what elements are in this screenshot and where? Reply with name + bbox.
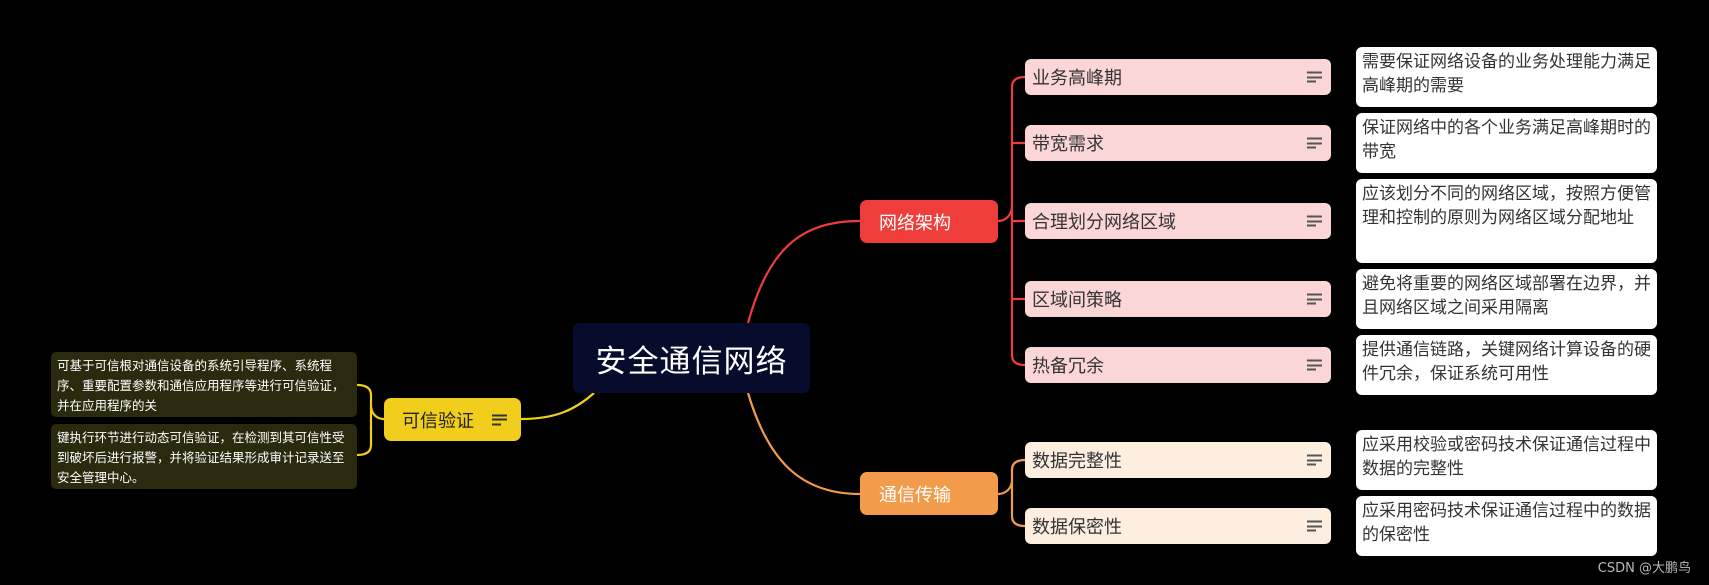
watermark: CSDN @大鹏鸟 bbox=[1597, 561, 1691, 576]
notes-icon[interactable] bbox=[1307, 520, 1322, 532]
main-topic-label: 可信验证 bbox=[402, 410, 474, 432]
connector-central-to-trans bbox=[746, 392, 861, 496]
subtopic-peak-period[interactable]: 业务高峰期 bbox=[1025, 59, 1331, 95]
notes-icon[interactable] bbox=[1307, 71, 1322, 83]
subtopic-bandwidth[interactable]: 带宽需求 bbox=[1025, 125, 1331, 161]
note-text: 可基于可信根对通信设备的系统引导程序、系统程序、重要配置参数和通信应用程序等进行… bbox=[57, 358, 345, 413]
subtopic-label: 热备冗余 bbox=[1032, 356, 1104, 377]
connector-trust-notes bbox=[356, 383, 385, 457]
note-text: 保证网络中的各个业务满足高峰期时的带宽 bbox=[1362, 118, 1651, 162]
note-text: 避免将重要的网络区域部署在边界，并且网络区域之间采用隔离 bbox=[1362, 274, 1651, 318]
connector-central-to-trust bbox=[520, 392, 595, 421]
note-text: 提供通信链路，关键网络计算设备的硬件冗余，保证系统可用性 bbox=[1362, 340, 1651, 384]
notes-icon[interactable] bbox=[1307, 359, 1322, 371]
notes-icon[interactable] bbox=[1307, 293, 1322, 305]
trusted-verification-note-part-2: 键执行环节进行动态可信验证，在检测到其可信性受到破坏后进行报警，并将验证结果形成… bbox=[51, 424, 357, 489]
connector-central-to-arch bbox=[746, 219, 861, 324]
main-topic-communication-transmission[interactable]: 通信传输 bbox=[860, 472, 998, 515]
note-text: 应该划分不同的网络区域，按照方便管理和控制的原则为网络区域分配地址 bbox=[1362, 184, 1651, 228]
note-text: 键执行环节进行动态可信验证，在检测到其可信性受到破坏后进行报警，并将验证结果形成… bbox=[57, 430, 345, 485]
note-bandwidth: 保证网络中的各个业务满足高峰期时的带宽 bbox=[1356, 113, 1657, 173]
subtopic-label: 带宽需求 bbox=[1032, 134, 1104, 155]
subtopic-label: 数据保密性 bbox=[1032, 517, 1122, 538]
note-hot-standby: 提供通信链路，关键网络计算设备的硬件冗余，保证系统可用性 bbox=[1356, 335, 1657, 395]
note-peak-period: 需要保证网络设备的业务处理能力满足高峰期的需要 bbox=[1356, 47, 1657, 107]
main-topic-network-architecture[interactable]: 网络架构 bbox=[860, 200, 998, 243]
subtopic-network-zones[interactable]: 合理划分网络区域 bbox=[1025, 203, 1331, 239]
subtopic-label: 业务高峰期 bbox=[1032, 68, 1122, 89]
subtopic-data-confidentiality[interactable]: 数据保密性 bbox=[1025, 508, 1331, 544]
note-data-confidentiality: 应采用密码技术保证通信过程中的数据的保密性 bbox=[1356, 496, 1657, 556]
subtopic-hot-standby[interactable]: 热备冗余 bbox=[1025, 347, 1331, 383]
note-text: 应采用密码技术保证通信过程中的数据的保密性 bbox=[1362, 501, 1651, 545]
subtopic-label: 合理划分网络区域 bbox=[1032, 212, 1176, 233]
central-topic-label: 安全通信网络 bbox=[595, 343, 788, 380]
notes-icon[interactable] bbox=[492, 414, 507, 425]
note-inter-zone-policy: 避免将重要的网络区域部署在边界，并且网络区域之间采用隔离 bbox=[1356, 269, 1657, 329]
subtopic-data-integrity[interactable]: 数据完整性 bbox=[1025, 442, 1331, 478]
notes-icon[interactable] bbox=[1307, 215, 1322, 227]
main-topic-trusted-verification[interactable]: 可信验证 bbox=[384, 398, 521, 441]
main-topic-label: 网络架构 bbox=[879, 212, 951, 234]
note-network-zones: 应该划分不同的网络区域，按照方便管理和控制的原则为网络区域分配地址 bbox=[1356, 179, 1657, 263]
subtopic-label: 数据完整性 bbox=[1032, 451, 1122, 472]
subtopic-label: 区域间策略 bbox=[1032, 290, 1122, 311]
trusted-verification-note-part-1: 可基于可信根对通信设备的系统引导程序、系统程序、重要配置参数和通信应用程序等进行… bbox=[51, 352, 357, 417]
main-topic-label: 通信传输 bbox=[879, 484, 951, 506]
note-text: 需要保证网络设备的业务处理能力满足高峰期的需要 bbox=[1362, 52, 1651, 96]
connector-arch-bracket bbox=[997, 75, 1026, 367]
notes-icon[interactable] bbox=[1307, 137, 1322, 149]
subtopic-inter-zone-policy[interactable]: 区域间策略 bbox=[1025, 281, 1331, 317]
note-data-integrity: 应采用校验或密码技术保证通信过程中数据的完整性 bbox=[1356, 430, 1657, 490]
central-topic[interactable]: 安全通信网络 bbox=[573, 323, 810, 393]
connector-trans-bracket bbox=[997, 458, 1026, 528]
note-text: 应采用校验或密码技术保证通信过程中数据的完整性 bbox=[1362, 435, 1651, 479]
notes-icon[interactable] bbox=[1307, 454, 1322, 466]
